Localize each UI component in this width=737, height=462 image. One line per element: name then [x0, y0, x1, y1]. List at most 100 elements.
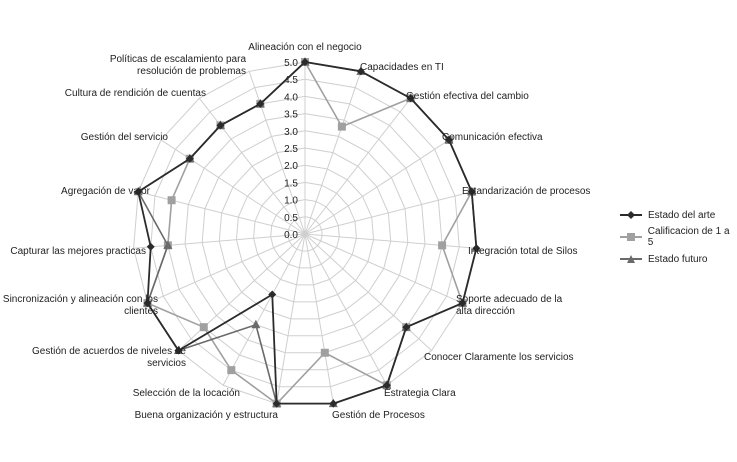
legend-diamond-marker-icon	[620, 210, 642, 220]
data-point-square	[337, 122, 346, 131]
category-label: Gestión del servicio	[81, 132, 169, 143]
data-point-diamond	[402, 323, 411, 332]
series-0	[134, 58, 481, 408]
category-label: Gestión efectiva del cambio	[406, 91, 529, 102]
data-point-diamond	[356, 67, 365, 76]
data-point-square	[227, 366, 236, 375]
grid-spoke	[304, 233, 432, 351]
legend-triangle-marker-icon	[620, 254, 642, 264]
grid-ring	[150, 78, 460, 388]
legend-label: Calificacion de 1 a 5	[647, 226, 730, 248]
data-point-diamond	[444, 135, 453, 144]
grid-spoke	[304, 233, 334, 404]
grid-spoke	[147, 233, 306, 304]
grid-spoke	[133, 233, 306, 249]
data-point-square	[167, 196, 176, 205]
radial-tick-label: 4.5	[284, 75, 298, 86]
category-label: Conocer Claramente los servicios	[424, 352, 574, 363]
grid-spoke	[304, 71, 362, 235]
data-point-square	[199, 323, 208, 332]
category-label: Comunicación efectiva	[442, 132, 543, 143]
data-point-triangle	[163, 240, 173, 249]
radial-tick-label: 3.5	[284, 110, 298, 121]
data-point-square	[438, 241, 447, 250]
data-point-diamond	[256, 99, 265, 108]
category-label: Integración total de Silos	[468, 246, 578, 257]
radar-grid	[133, 61, 477, 405]
chart-legend: Estado del arte Calificacion de 1 a 5 Es…	[620, 204, 737, 270]
grid-spoke	[198, 97, 306, 235]
category-label: Capacidades en TI	[360, 62, 444, 73]
data-point-diamond	[382, 381, 391, 390]
grid-spoke	[304, 97, 412, 235]
radial-tick-labels: 0.0 0.5 1.0 1.5 2.0 2.5 3.0 3.5 4.0 4.5 5.0	[284, 58, 298, 241]
grid-ring	[201, 130, 409, 337]
category-label: Capturar las mejores practicas	[10, 246, 146, 257]
data-point-diamond	[272, 399, 281, 408]
radial-tick-label: 3.0	[284, 127, 298, 138]
category-label: Gestión de Procesos	[332, 410, 425, 421]
radial-tick-label: 2.0	[284, 161, 298, 172]
category-label: Estandarización de procesos	[462, 186, 590, 197]
data-point-diamond	[134, 187, 143, 196]
grid-ring	[218, 147, 392, 320]
legend-square-marker-icon	[620, 232, 642, 242]
series-line	[137, 61, 478, 405]
data-point-diamond	[458, 299, 467, 308]
radial-tick-label: 5.0	[284, 58, 298, 69]
grid-ring	[270, 199, 340, 269]
grid-spoke	[138, 191, 306, 235]
radial-tick-label: 0.5	[284, 213, 298, 224]
data-point-diamond	[268, 290, 277, 299]
grid-spoke	[160, 139, 306, 235]
radial-tick-label: 1.0	[284, 196, 298, 207]
grid-spoke	[222, 233, 306, 386]
data-point-diamond	[467, 187, 476, 196]
grid-spoke	[248, 71, 306, 235]
category-label: Cultura de rendición de cuentas	[65, 88, 206, 99]
category-label: Buena organización y estructura	[135, 410, 279, 421]
grid-ring	[235, 164, 375, 303]
grid-spoke	[276, 233, 306, 404]
radial-tick-label: 1.5	[284, 178, 298, 189]
grid-ring	[253, 181, 357, 286]
grid-ring	[184, 113, 426, 354]
legend-item-estado-del-arte: Estado del arte	[620, 204, 737, 226]
data-point-diamond	[185, 154, 194, 163]
legend-item-calificacion: Calificacion de 1 a 5	[620, 226, 737, 248]
data-point-diamond	[216, 121, 225, 130]
radial-tick-label: 0.0	[284, 230, 298, 241]
legend-label: Estado del arte	[648, 209, 716, 221]
grid-spoke	[304, 191, 472, 235]
data-point-diamond	[472, 244, 481, 253]
data-point-square	[320, 348, 329, 357]
category-label: Alineación con el negocio	[248, 42, 362, 53]
grid-ring	[287, 216, 323, 252]
grid-spoke	[304, 233, 388, 386]
data-point-diamond	[301, 58, 309, 66]
data-point-diamond	[174, 346, 183, 355]
grid-spoke	[304, 233, 463, 304]
category-label: Selección de la locación	[133, 388, 240, 399]
legend-label: Estado futuro	[648, 253, 708, 265]
data-point-diamond	[329, 399, 338, 408]
grid-spoke	[304, 139, 450, 235]
radial-tick-label: 2.5	[284, 144, 298, 155]
category-label: Agregación de valor	[61, 186, 151, 197]
legend-item-estado-futuro: Estado futuro	[620, 248, 737, 270]
data-point-triangle	[251, 319, 261, 329]
category-label: Estrategia Clara	[384, 388, 456, 399]
data-point-diamond	[143, 299, 152, 308]
grid-spoke	[304, 233, 477, 249]
radial-tick-label: 4.0	[284, 92, 298, 103]
grid-spoke	[178, 233, 306, 351]
data-point-diamond	[146, 242, 155, 251]
data-point-diamond	[406, 94, 415, 103]
